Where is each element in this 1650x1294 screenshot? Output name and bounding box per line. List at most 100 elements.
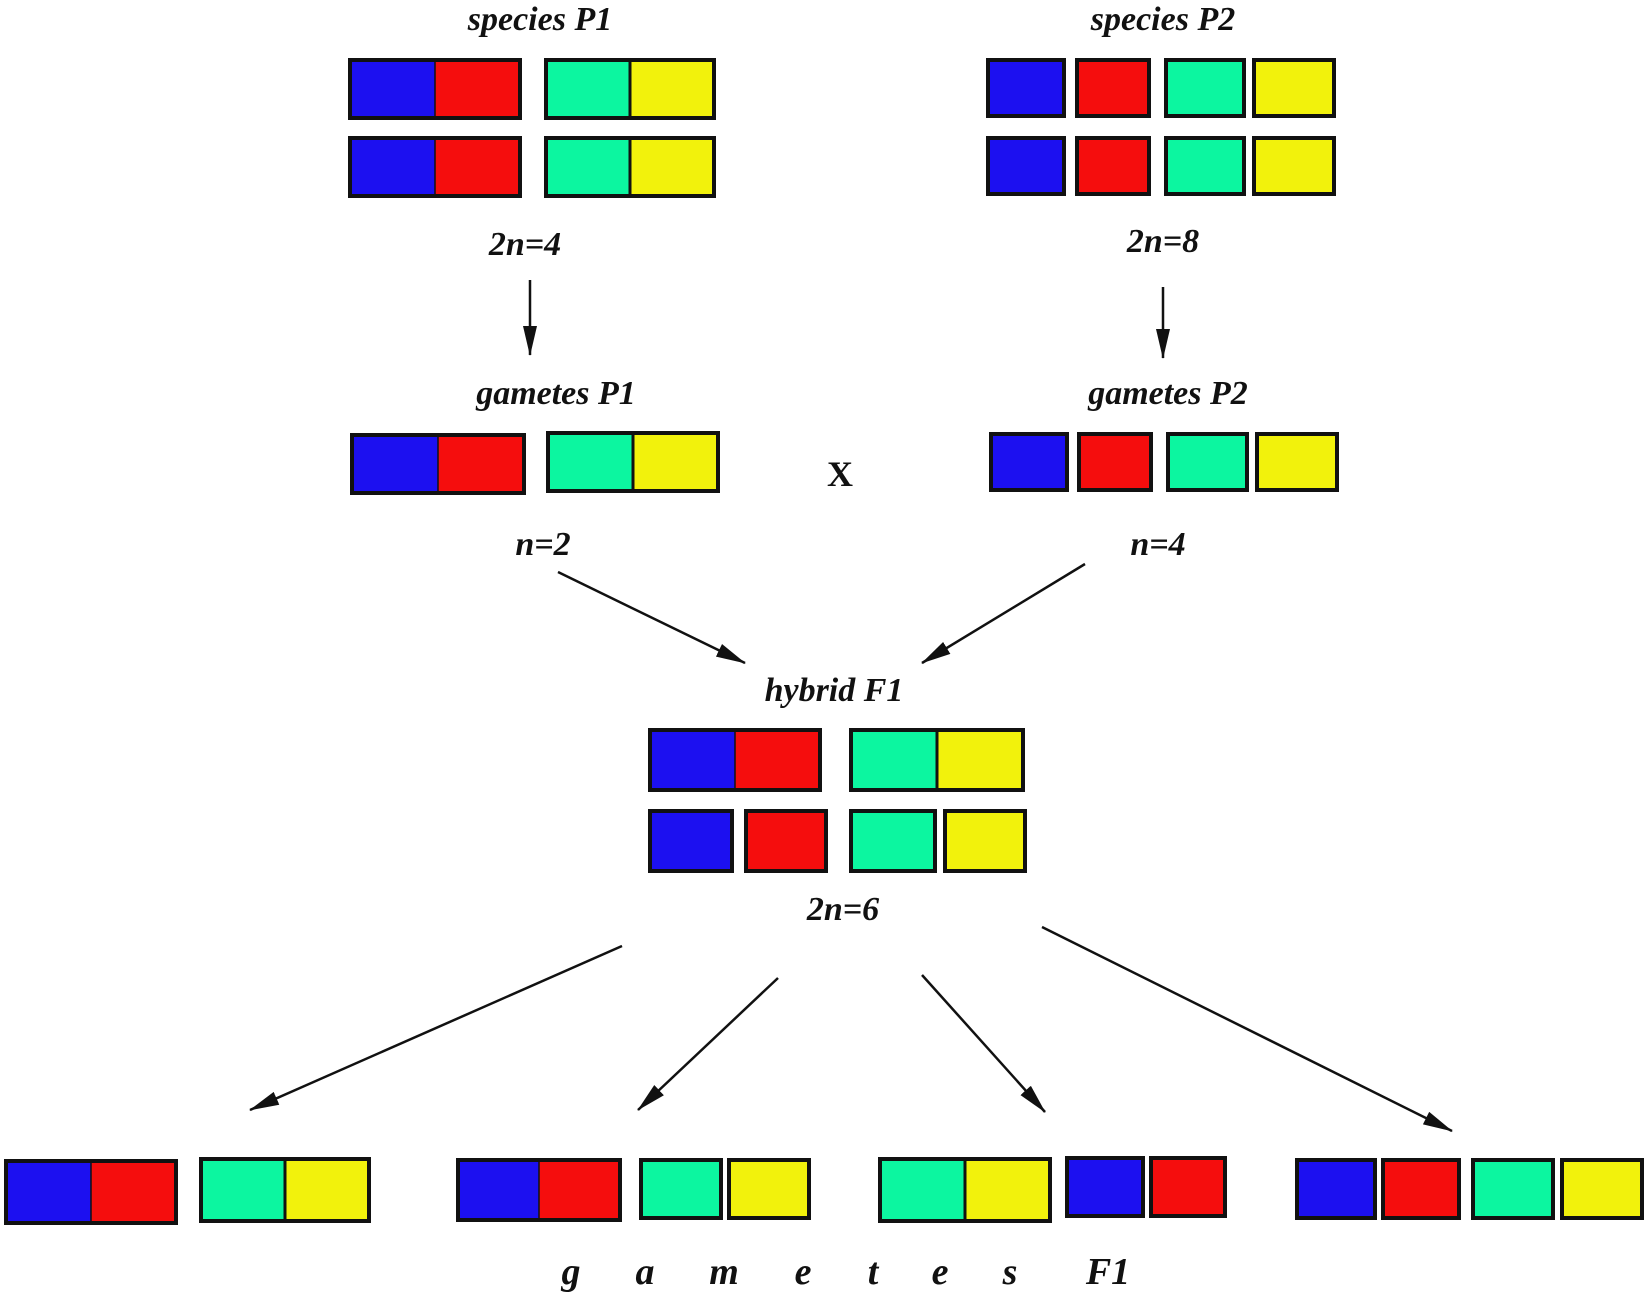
p2-chromosome-number: 2n=8 — [1126, 223, 1199, 260]
gametes-f1-letter: e — [795, 1251, 812, 1293]
chromosome-outline — [544, 136, 716, 198]
gametes-p1-label: gametes P1 — [475, 375, 636, 412]
green-chromosome — [849, 809, 937, 873]
fused-chromosome — [878, 1157, 1052, 1223]
gametes-f1-letter: s — [1002, 1251, 1018, 1293]
red-segment — [91, 1161, 176, 1223]
blue-chromosome — [1295, 1158, 1377, 1220]
gametes-f1-label: g a m e t e s F1 — [561, 1251, 1131, 1293]
green-segment — [548, 433, 633, 491]
arrow — [637, 977, 779, 1111]
chromosome-outline — [878, 1157, 1052, 1223]
gametes-f1-letter: m — [709, 1251, 739, 1293]
chromosome-outline — [544, 58, 716, 120]
red-chromosome — [744, 809, 828, 873]
arrow — [921, 974, 1046, 1113]
gametes-f1-suffix: F1 — [1085, 1251, 1130, 1293]
green-chromosome — [1471, 1158, 1555, 1220]
fused-chromosome — [4, 1159, 178, 1225]
arrow — [1041, 925, 1453, 1133]
blue-segment — [458, 1160, 539, 1220]
blue-chromosome — [648, 809, 734, 873]
species-p2-label: species P2 — [1090, 1, 1235, 38]
blue-chromosome — [989, 432, 1069, 492]
chromosome-outline — [199, 1157, 371, 1223]
chromosome-outline — [348, 136, 522, 198]
green-segment — [201, 1159, 285, 1221]
blue-chromosome — [986, 136, 1066, 196]
red-segment — [435, 138, 520, 196]
red-chromosome — [1075, 136, 1151, 196]
blue-segment — [650, 730, 735, 790]
yellow-segment — [937, 730, 1023, 790]
yellow-chromosome — [1252, 58, 1336, 118]
yellow-segment — [965, 1159, 1050, 1221]
blue-segment — [6, 1161, 91, 1223]
gametes-p1-number: n=2 — [515, 526, 570, 563]
green-segment — [546, 60, 630, 118]
red-chromosome — [1381, 1158, 1461, 1220]
cross-symbol: X — [827, 454, 853, 494]
yellow-chromosome — [727, 1158, 811, 1220]
green-chromosome — [1164, 58, 1246, 118]
chromosome-outline — [456, 1158, 622, 1222]
arrow — [921, 562, 1086, 665]
yellow-segment — [633, 433, 718, 491]
red-segment — [435, 60, 520, 118]
fused-chromosome — [456, 1158, 622, 1222]
fused-chromosome — [348, 58, 522, 120]
yellow-chromosome — [1255, 432, 1339, 492]
chromosome-outline — [546, 431, 720, 493]
green-segment — [880, 1159, 965, 1221]
fused-chromosome — [348, 136, 522, 198]
hybrid-f1-label: hybrid F1 — [765, 672, 904, 709]
yellow-segment — [630, 138, 714, 196]
yellow-chromosome — [1560, 1158, 1644, 1220]
red-segment — [735, 730, 820, 790]
chromosome-outline — [4, 1159, 178, 1225]
species-p1-label: species P1 — [467, 1, 612, 38]
fused-chromosome — [544, 136, 716, 198]
arrow — [557, 570, 746, 665]
yellow-chromosome — [1252, 136, 1336, 196]
red-chromosome — [1077, 432, 1153, 492]
fused-chromosome — [199, 1157, 371, 1223]
chromosome-blocks — [4, 58, 1644, 1225]
fused-chromosome — [648, 728, 822, 792]
gametes-f1-letter: a — [636, 1251, 655, 1293]
fused-chromosome — [849, 728, 1025, 792]
fused-chromosome — [350, 433, 526, 495]
chromosome-outline — [350, 433, 526, 495]
fused-chromosome — [546, 431, 720, 493]
red-chromosome — [1075, 58, 1151, 118]
yellow-chromosome — [943, 809, 1027, 873]
green-segment — [546, 138, 630, 196]
arrow — [249, 944, 623, 1112]
red-chromosome — [1149, 1156, 1227, 1218]
green-chromosome — [1166, 432, 1249, 492]
labels: species P1 species P2 2n=4 2n=8 gametes … — [467, 1, 1248, 1293]
blue-segment — [350, 60, 435, 118]
p1-chromosome-number: 2n=4 — [488, 226, 561, 263]
red-segment — [438, 435, 524, 493]
gametes-p2-label: gametes P2 — [1087, 375, 1248, 412]
green-segment — [851, 730, 937, 790]
fused-chromosome — [544, 58, 716, 120]
chromosome-outline — [348, 58, 522, 120]
red-segment — [539, 1160, 620, 1220]
green-chromosome — [1164, 136, 1246, 196]
yellow-segment — [285, 1159, 369, 1221]
gametes-f1-letter: t — [868, 1251, 880, 1293]
yellow-segment — [630, 60, 714, 118]
gametes-p2-number: n=4 — [1130, 526, 1185, 563]
gametes-f1-letter: g — [561, 1251, 581, 1293]
hybrid-chromosome-number: 2n=6 — [806, 891, 879, 928]
chromosome-outline — [648, 728, 822, 792]
chromosome-outline — [849, 728, 1025, 792]
blue-segment — [350, 138, 435, 196]
blue-segment — [352, 435, 438, 493]
arrows — [249, 280, 1453, 1133]
blue-chromosome — [1065, 1156, 1145, 1218]
